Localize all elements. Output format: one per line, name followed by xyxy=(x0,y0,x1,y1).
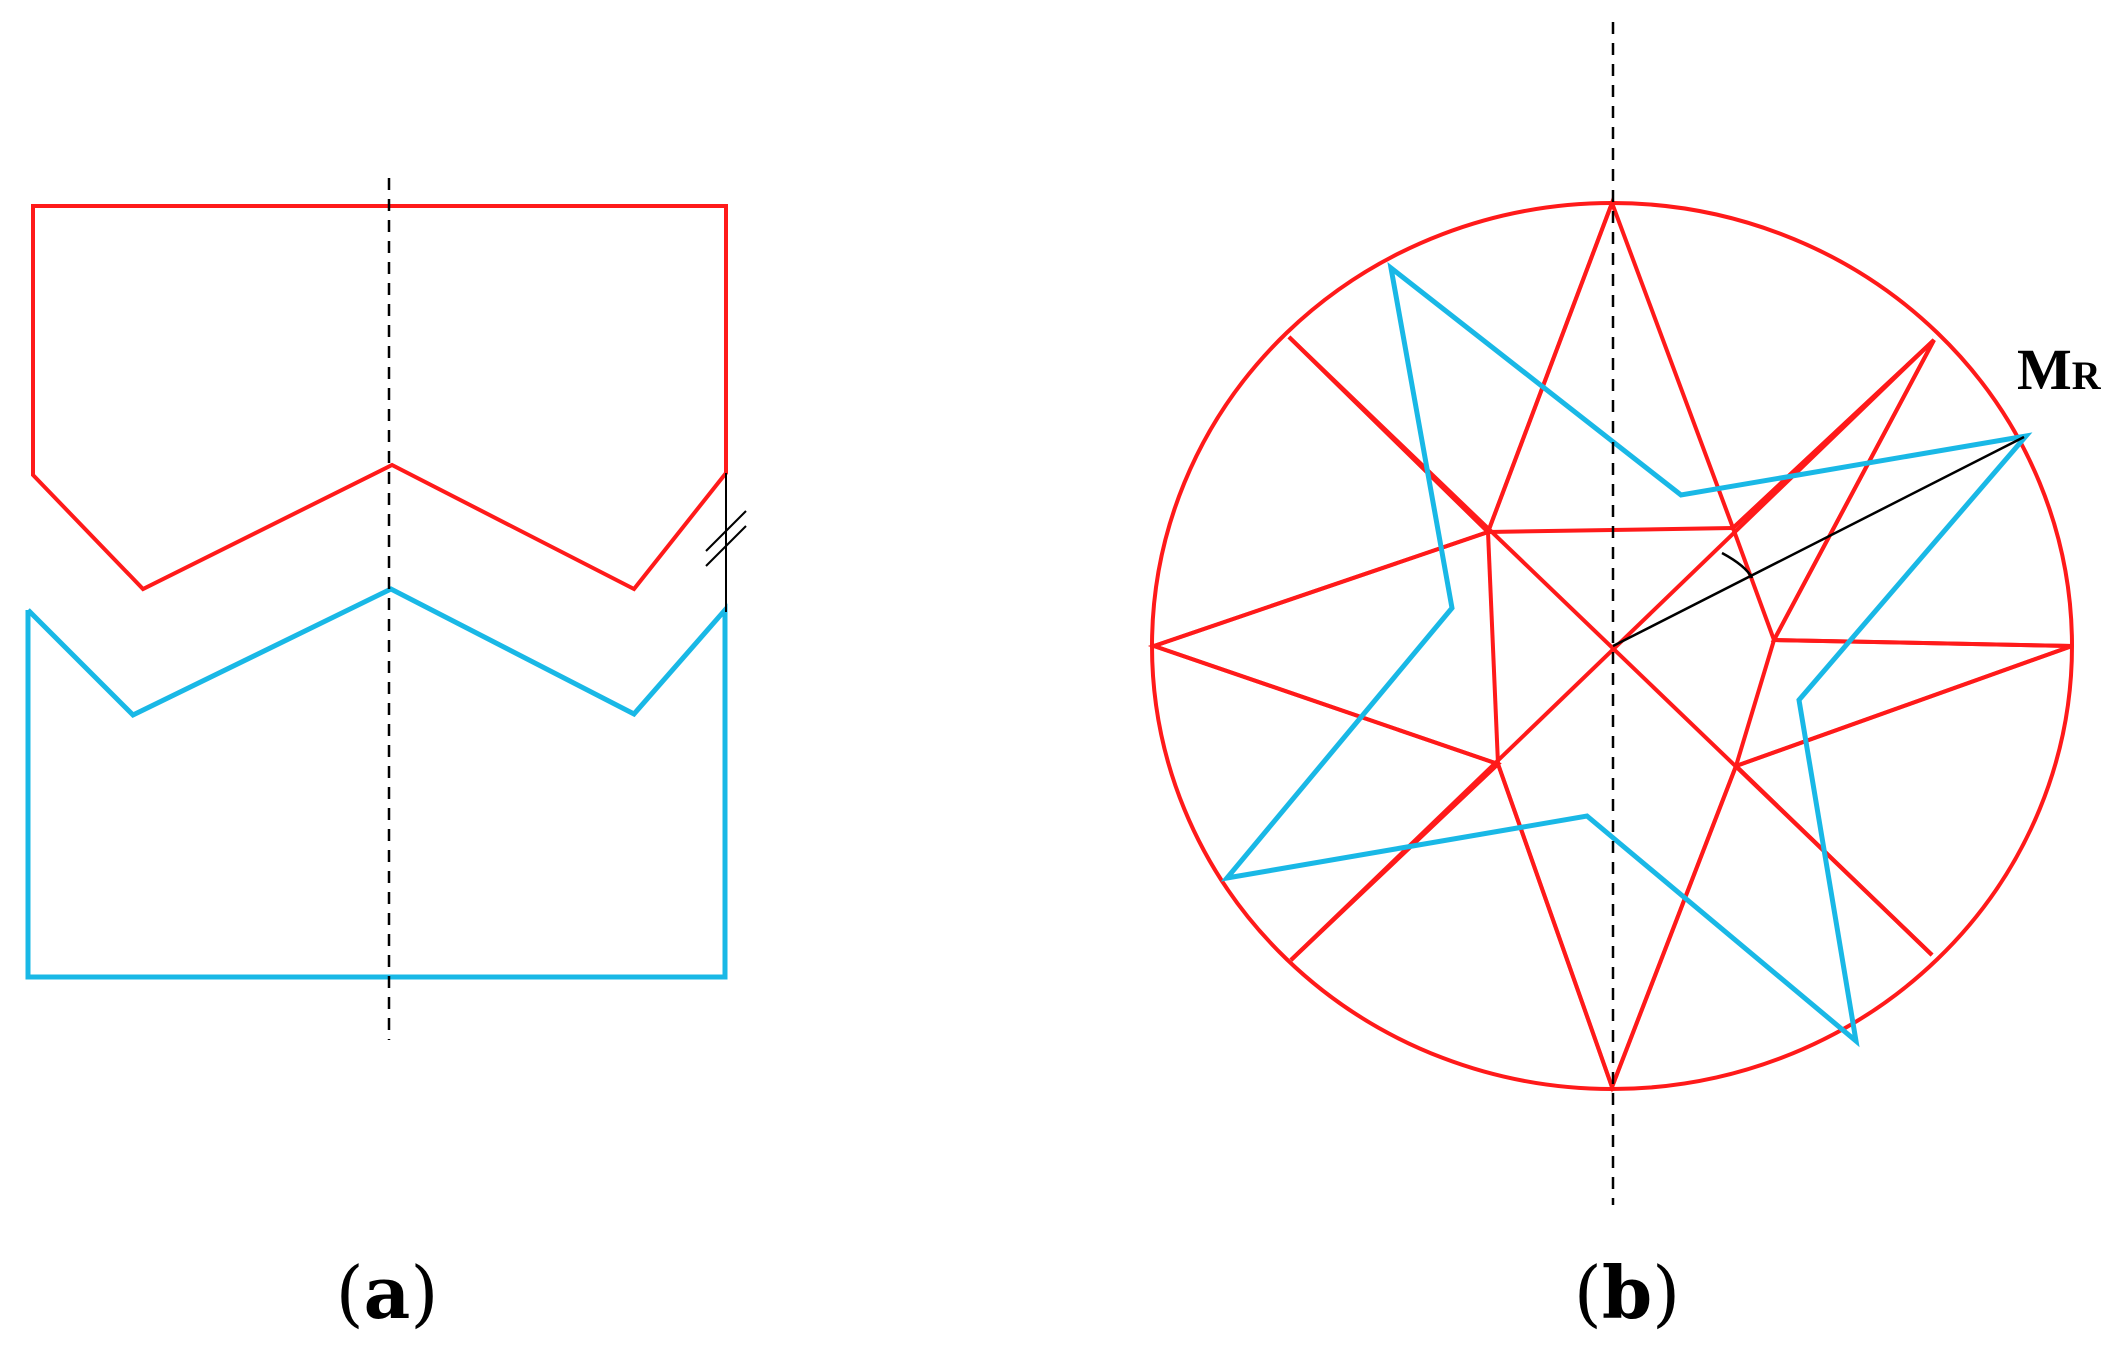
caption-a: (a) xyxy=(336,1250,439,1335)
lower-profile-outline xyxy=(25,586,728,980)
cyan-star-outline xyxy=(1220,261,2033,1048)
gap-break-mark xyxy=(705,473,747,612)
upper-profile-outline xyxy=(31,204,728,592)
point-label-mr: MR xyxy=(2017,337,2102,402)
panel-a xyxy=(25,178,747,1040)
caption-b: (b) xyxy=(1574,1250,1681,1335)
radius-line-mr xyxy=(1612,435,2025,648)
angle-arc xyxy=(1721,551,1754,579)
panel-b: MR xyxy=(1147,22,2102,1205)
